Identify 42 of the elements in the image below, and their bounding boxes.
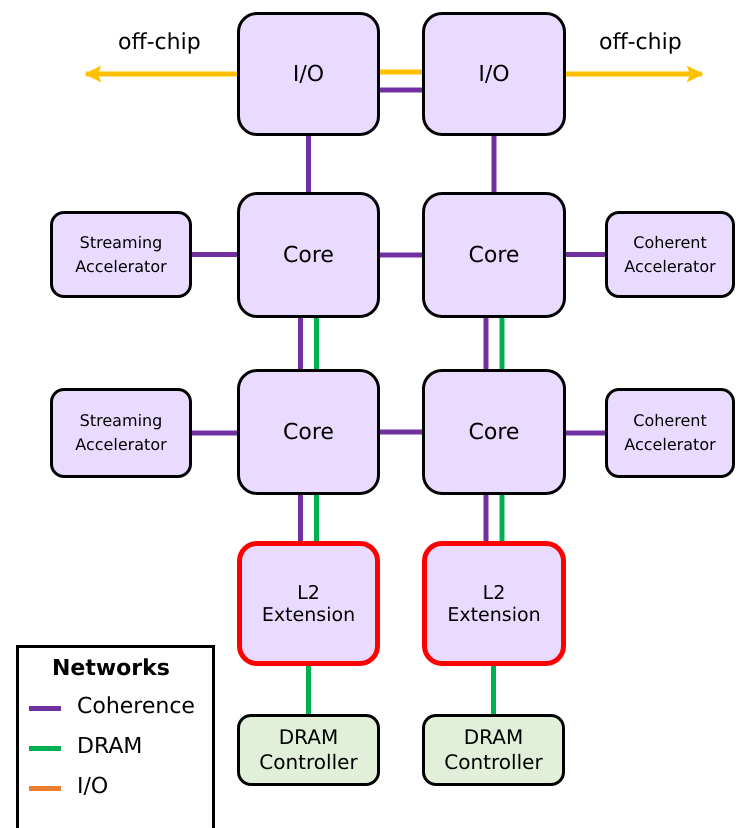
connector-line (566, 252, 605, 257)
core-block: Core (237, 192, 380, 318)
legend-text: I/O (77, 774, 108, 799)
arrow (566, 66, 704, 82)
connector-line (192, 430, 237, 436)
cache-extension-block: L2 Extension (422, 541, 566, 666)
core-block: Core (422, 192, 566, 318)
connector-line (484, 318, 488, 369)
connector-line (380, 430, 422, 434)
connector-line (314, 495, 319, 541)
connector-line (298, 495, 303, 541)
core-block: Core (422, 369, 566, 495)
accelerator-block: Coherent Accelerator (605, 211, 735, 298)
memory-controller-block: DRAM Controller (237, 714, 380, 786)
accelerator-block: Streaming Accelerator (50, 211, 192, 298)
connector-line (500, 495, 504, 541)
connector-line (314, 318, 319, 369)
edge-label: off-chip (599, 30, 682, 55)
io-block: I/O (237, 12, 380, 136)
legend-title: Networks (52, 656, 170, 681)
connector-line (491, 666, 496, 714)
connector-line (298, 318, 303, 369)
connector-line (566, 430, 605, 436)
edge-label: off-chip (118, 30, 201, 55)
connector-line (380, 70, 422, 74)
connector-line (380, 252, 422, 258)
memory-controller-block: DRAM Controller (422, 714, 565, 786)
accelerator-block: Streaming Accelerator (50, 388, 192, 478)
connector-line (380, 88, 422, 92)
core-block: Core (237, 369, 380, 495)
cache-extension-block: L2 Extension (237, 541, 380, 666)
legend-text: DRAM (77, 734, 142, 759)
accelerator-block: Coherent Accelerator (605, 388, 735, 478)
connector-line (192, 252, 237, 257)
connector-line (306, 666, 311, 714)
connector-line (492, 136, 496, 192)
connector-line (306, 136, 311, 192)
legend-text: Coherence (77, 694, 195, 719)
io-block: I/O (422, 12, 566, 136)
connector-line (484, 495, 488, 541)
connector-line (500, 318, 504, 369)
arrow (84, 66, 237, 82)
